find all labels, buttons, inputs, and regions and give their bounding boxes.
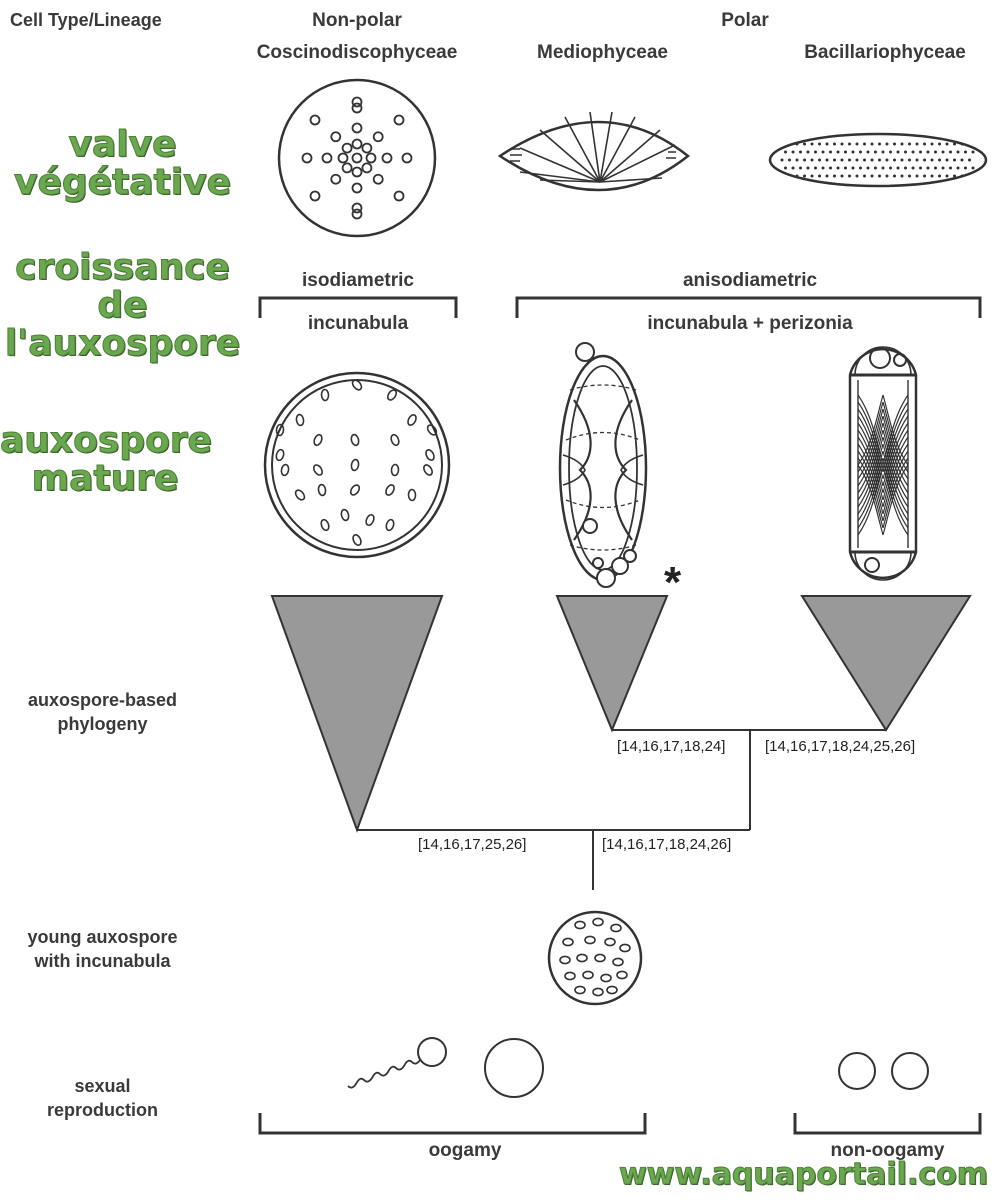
young-line-1: young auxospore bbox=[27, 927, 178, 947]
croissance-line-2: de bbox=[97, 285, 148, 326]
sperm-flagellum bbox=[347, 1059, 421, 1089]
nonoogamy-label: non-oogamy bbox=[830, 1140, 945, 1161]
sexual-line-2: reproduction bbox=[47, 1100, 158, 1120]
cosc-auxospore bbox=[263, 371, 451, 559]
valve-line-1: valve bbox=[68, 124, 177, 165]
phylogeny-label: auxospore-based phylogeny bbox=[0, 688, 205, 736]
egg-cell bbox=[484, 1038, 544, 1098]
young-auxospore-label: young auxospore with incunabula bbox=[0, 925, 205, 973]
valve-vegetative-label: valve végétative bbox=[0, 124, 245, 203]
cell-type-header: Cell Type/Lineage bbox=[10, 10, 162, 30]
watermark: www.aquaportail.com bbox=[618, 1157, 988, 1193]
bacill-header: Bacillariophyceae bbox=[804, 42, 966, 63]
oogamy-label: oogamy bbox=[428, 1140, 502, 1161]
incunabula-label: incunabula bbox=[307, 313, 409, 334]
bacill-valve bbox=[768, 132, 988, 188]
phylogeny-line-1: auxospore-based bbox=[27, 690, 178, 710]
bacill-auxospore bbox=[848, 346, 918, 581]
branch-label-cosc: [14,16,17,25,26] bbox=[418, 836, 527, 853]
sexual-line-1: sexual bbox=[74, 1076, 131, 1096]
anisodiametric-bracket bbox=[515, 296, 982, 318]
branch-label-medio: [14,16,17,18,24] bbox=[617, 738, 726, 755]
croissance-line-3: l'auxospore bbox=[4, 323, 241, 364]
asterisk-mark: * bbox=[664, 558, 682, 607]
polar-header: Polar bbox=[721, 10, 769, 31]
phylogeny-tree bbox=[270, 595, 972, 890]
branch-label-polar: [14,16,17,18,24,26] bbox=[602, 836, 732, 853]
anisodiametric-label: anisodiametric bbox=[682, 270, 818, 291]
nonoogamy-gametes bbox=[838, 1052, 929, 1090]
croissance-label: croissance de l'auxospore bbox=[0, 247, 245, 364]
medio-valve bbox=[497, 111, 691, 192]
cosc-clade-triangle bbox=[270, 595, 444, 833]
mature-line-1: auxospore bbox=[0, 420, 212, 461]
nonoogamy-bracket bbox=[793, 1113, 982, 1135]
medio-header: Mediophyceae bbox=[537, 42, 668, 63]
cosc-valve-pores bbox=[301, 96, 413, 220]
sexual-reproduction-label: sexual reproduction bbox=[0, 1074, 205, 1122]
oogamy-bracket bbox=[258, 1113, 647, 1135]
branch-label-bacill: [14,16,17,18,24,25,26] bbox=[765, 738, 916, 755]
isodiametric-label: isodiametric bbox=[302, 270, 414, 291]
medio-clade-triangle bbox=[555, 595, 669, 733]
oogamy-gametes bbox=[347, 1037, 544, 1098]
young-line-2: with incunabula bbox=[34, 951, 171, 971]
nonpolar-header: Non-polar bbox=[312, 10, 402, 31]
cosc-header: Coscinodiscophyceae bbox=[256, 42, 458, 63]
croissance-line-1: croissance bbox=[15, 247, 231, 288]
phylogeny-line-2: phylogeny bbox=[57, 714, 148, 734]
mature-line-2: mature bbox=[31, 458, 179, 499]
valve-line-2: végétative bbox=[13, 162, 231, 203]
sperm-cell bbox=[417, 1037, 447, 1067]
bacill-clade-triangle bbox=[800, 595, 972, 732]
incunabula-perizonia-label: incunabula + perizonia bbox=[647, 313, 853, 334]
medio-auxospore bbox=[558, 342, 648, 588]
young-auxospore bbox=[547, 910, 643, 1006]
auxospore-mature-label: auxospore mature bbox=[0, 420, 212, 499]
isodiametric-bracket bbox=[258, 296, 458, 318]
cosc-valve bbox=[277, 78, 437, 238]
